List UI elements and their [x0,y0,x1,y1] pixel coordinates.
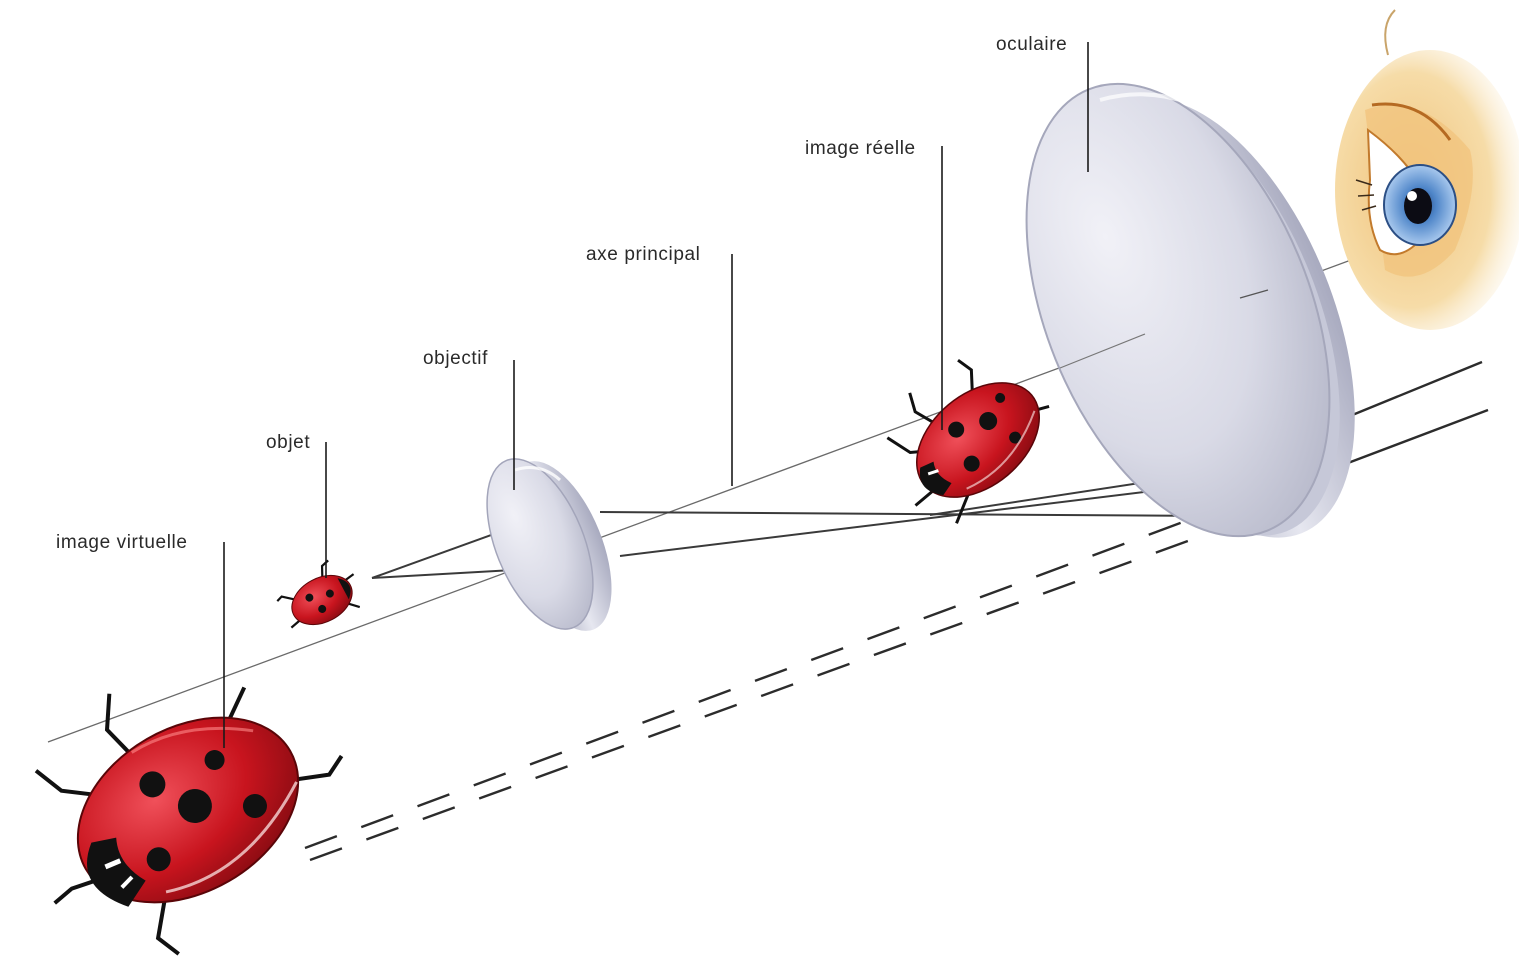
leader-lines [224,42,1088,748]
objective-lens [465,444,632,645]
eye-icon [1335,10,1519,330]
label-image-virtuelle: image virtuelle [56,532,188,554]
ladybug-virtual-image-icon [0,609,387,958]
label-axe-principal: axe principal [586,244,700,266]
label-objet: objet [266,432,310,454]
label-objectif: objectif [423,348,488,370]
ladybug-object-icon [272,553,369,640]
label-oculaire: oculaire [996,34,1067,56]
label-image-reelle: image réelle [805,138,916,160]
dashed-rays [305,512,1240,860]
